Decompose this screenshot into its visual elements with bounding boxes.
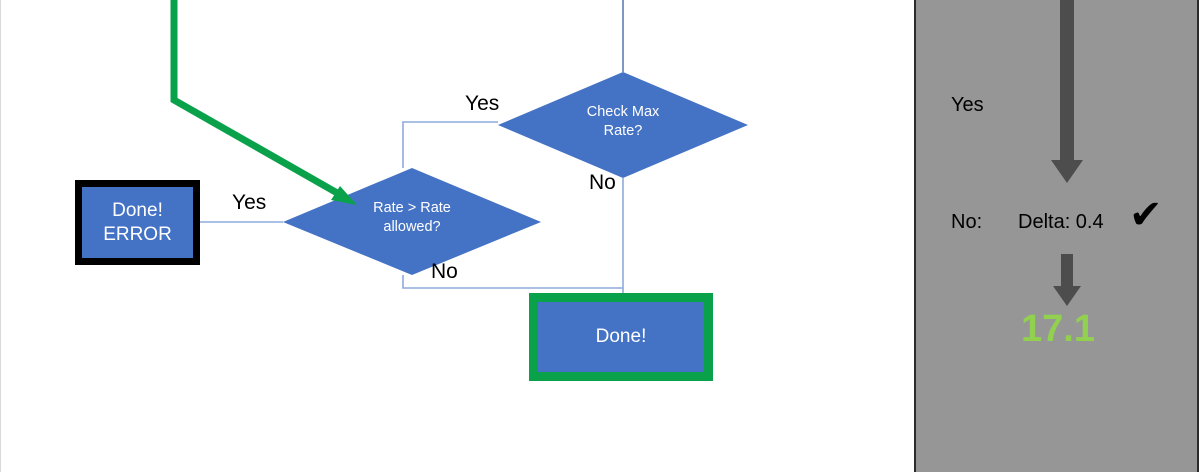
edge-label-yes-check-max: Yes [465,92,500,115]
highlight-loopback-arrow [170,0,348,202]
node-done-ok[interactable]: Done! [529,293,713,381]
highlight-loopback-arrowhead [331,186,357,205]
checkmark-icon: ✔ [1129,193,1163,237]
panel-no-label: No: [951,211,983,233]
panel-result-value: 17.1 [1021,308,1095,350]
panel-delta-value: Delta: 0.4 [1018,211,1104,233]
edge-label-no-check-max: No [589,171,616,194]
node-rate-greater-than-allowed[interactable] [283,168,541,275]
flowchart-connectors [170,0,748,295]
connector-checkmax-yes-to-rate [402,121,498,168]
panel-yes-label: Yes [951,94,984,116]
arrow-down-long-icon [1051,0,1083,183]
arrow-down-short-icon [1053,254,1081,306]
connector-rate-no-to-done [402,275,623,289]
panel-arrows [1051,0,1083,306]
status-panel: Yes No: Delta: 0.4 [914,0,1199,472]
node-done-error[interactable]: Done! ERROR [75,180,200,265]
edge-label-yes-rate-allowed: Yes [232,191,267,214]
node-check-max-rate[interactable] [498,72,748,178]
edge-label-no-rate-allowed: No [431,260,458,283]
